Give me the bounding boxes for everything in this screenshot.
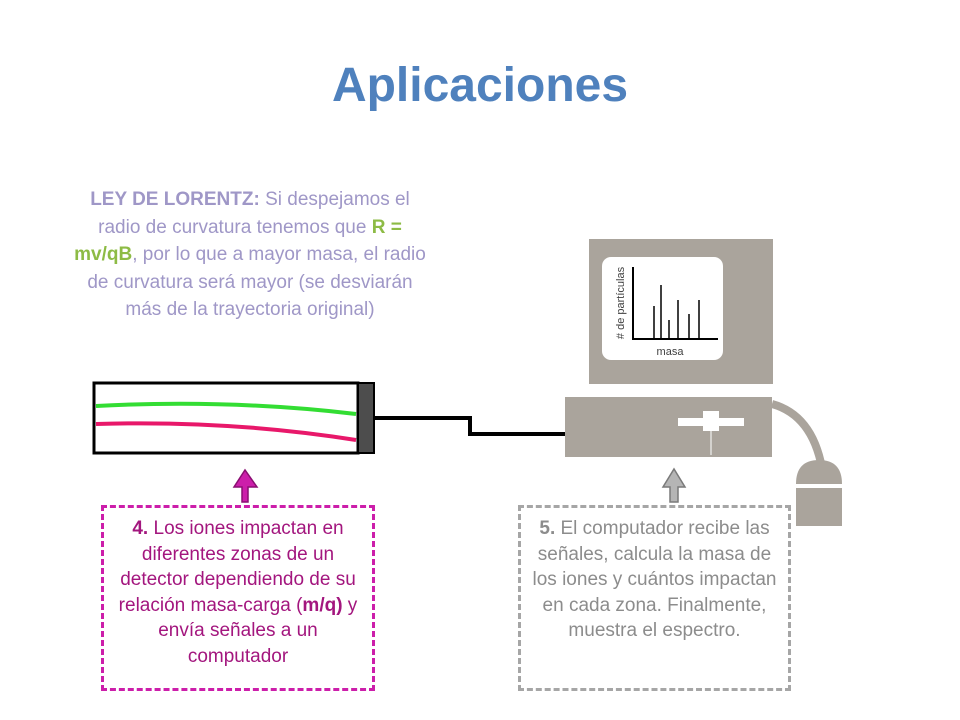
lorentz-text-1: Si despejamos el radio de curvatura tene… [98,189,410,238]
magenta-up-arrow [232,468,259,503]
signal-cable [374,416,565,436]
heavy-ion-beam [95,421,357,442]
lorentz-label: LEY DE LORENTZ: [90,189,260,210]
computer-case [565,397,772,457]
slide-title: Aplicaciones [331,59,629,112]
disk-drive-button [703,411,719,431]
mouse [796,460,842,526]
step-4-text-1: Los iones impactan en diferentes zonas d… [118,518,356,616]
step-4-description: 4. Los iones impactan en diferentes zona… [101,505,375,691]
detector-plate [357,382,375,454]
light-ion-beam [95,401,357,416]
spectrum-x-axis-label: masa [656,346,684,358]
step-4-number: 4. [132,518,149,539]
lorentz-explanation: LEY DE LORENTZ: Si despejamos el radio d… [70,186,430,324]
step-5-description: 5. El computador recibe las señales, cal… [518,505,791,691]
detector-tube [92,381,360,455]
spectrum-peaks [653,285,700,339]
step-4-mass-charge: m/q) [302,594,343,616]
gray-up-arrow [661,467,687,503]
step-5-number: 5. [539,518,556,539]
lorentz-equation: R = mv/qB [74,216,402,266]
lorentz-text-2: , por lo que a mayor masa, el radio de c… [87,244,426,320]
step-5-text: El computador recibe las señales, calcul… [532,518,777,641]
spectrum-y-axis-label: # de partículas [615,266,627,340]
mouse-cable [770,400,826,469]
step-4-text-2: y envía señales a un computador [158,594,358,667]
